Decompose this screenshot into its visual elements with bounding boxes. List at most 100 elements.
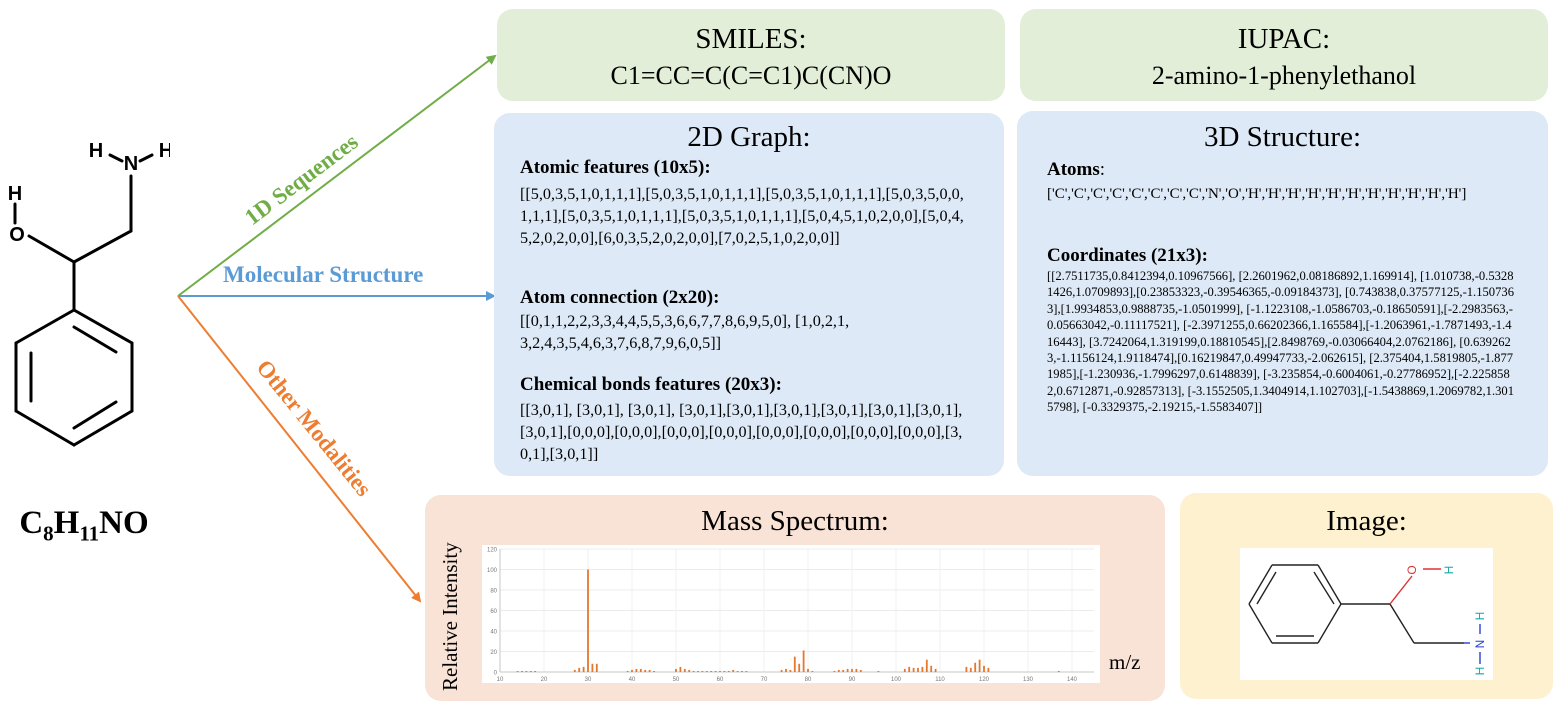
y-tick-label: 40 bbox=[490, 630, 497, 636]
spectrum-peak bbox=[595, 663, 598, 672]
spectrum-peak bbox=[934, 668, 937, 672]
spectrum-peak bbox=[525, 670, 528, 672]
molecular-formula: C8H11NO bbox=[19, 505, 149, 546]
spectrum-peak bbox=[859, 669, 862, 672]
spectrum-peak bbox=[719, 670, 721, 672]
x-tick-label: 30 bbox=[585, 677, 592, 683]
x-tick-label: 40 bbox=[629, 677, 636, 683]
y-tick-label: 100 bbox=[487, 568, 498, 574]
spectrum-peak bbox=[741, 670, 743, 672]
mass-ylabel: Relative Intensity bbox=[438, 542, 462, 691]
img-atom-h-top: H bbox=[1442, 566, 1456, 575]
atoms-value: ['C','C','C','C','C','C','C','C','N','O'… bbox=[1047, 186, 1467, 202]
smiles-value: C1=CC=C(C=C1)C(CN)O bbox=[610, 61, 892, 90]
spectrum-peak bbox=[908, 666, 911, 672]
molecule-structure: H N H H O bbox=[8, 140, 170, 447]
spectrum-peak bbox=[723, 670, 726, 672]
spectrum-peak bbox=[903, 668, 906, 672]
spectrum-peak bbox=[573, 669, 576, 672]
spectrum-peak bbox=[807, 668, 809, 672]
spectrum-peak bbox=[780, 669, 783, 672]
spectrum-peak bbox=[745, 670, 748, 672]
spectrum-peak bbox=[983, 665, 985, 672]
spectrum-peak bbox=[789, 669, 792, 672]
structure-3d-box: 3D Structure: Atoms: ['C','C','C','C','C… bbox=[1017, 111, 1548, 476]
x-tick-label: 100 bbox=[891, 677, 902, 683]
spectrum-peak bbox=[855, 668, 858, 672]
spectrum-peak bbox=[965, 666, 968, 672]
spectrum-peak bbox=[851, 668, 853, 672]
spectrum-peak bbox=[912, 667, 915, 672]
x-tick-label: 70 bbox=[761, 677, 768, 683]
spectrum-peak bbox=[701, 670, 704, 672]
spectrum-peak bbox=[705, 670, 708, 672]
spectrum-peak bbox=[521, 670, 523, 672]
spectrum-peak bbox=[635, 668, 638, 672]
spectrum-peak bbox=[688, 669, 691, 672]
spectrum-peak bbox=[736, 670, 739, 672]
image-title: Image: bbox=[1326, 505, 1407, 537]
img-atom-h-mid: H bbox=[1473, 612, 1487, 621]
spectrum-peak bbox=[582, 666, 585, 672]
spectrum-peak bbox=[534, 670, 537, 672]
atom-n: N bbox=[124, 153, 138, 175]
spectrum-peak bbox=[710, 670, 713, 672]
spectrum-peak bbox=[1057, 670, 1060, 672]
spectrum-peak bbox=[591, 663, 594, 672]
x-tick-label: 130 bbox=[1023, 677, 1034, 683]
x-tick-label: 140 bbox=[1067, 677, 1078, 683]
spectrum-peak bbox=[529, 670, 532, 672]
x-tick-label: 80 bbox=[805, 677, 812, 683]
arrow-other-modalities bbox=[177, 295, 422, 603]
spectrum-peak bbox=[714, 670, 717, 672]
graph-2d-title: 2D Graph: bbox=[687, 121, 811, 153]
atom-h-right: H bbox=[159, 140, 170, 162]
spectrum-peak bbox=[930, 665, 933, 672]
mass-spectrum-box: Mass Spectrum: Relative Intensity 0 20 40 6… bbox=[425, 495, 1165, 701]
iupac-title: IUPAC: bbox=[1237, 23, 1331, 55]
spectrum-peak bbox=[697, 670, 699, 672]
graph-2d-box: 2D Graph: Atomic features (10x5): [[5,0,… bbox=[494, 113, 1004, 476]
atom-connection-heading: Atom connection (2x20): bbox=[520, 287, 720, 308]
y-tick-label: 80 bbox=[490, 589, 497, 595]
arrow-1d-sequences bbox=[177, 54, 497, 297]
y-tick-label: 20 bbox=[490, 650, 497, 656]
iupac-box: IUPAC: 2-amino-1-phenylethanol bbox=[1020, 9, 1548, 101]
spectrum-peak bbox=[969, 667, 972, 672]
mass-spectrum-title: Mass Spectrum: bbox=[701, 505, 889, 537]
y-tick-label: 60 bbox=[490, 609, 497, 615]
x-tick-label: 10 bbox=[497, 677, 504, 683]
spectrum-peak bbox=[925, 659, 928, 672]
spectrum-peak bbox=[631, 669, 633, 672]
atomic-features-value: [[5,0,3,5,1,0,1,1,1],[5,0,3,5,1,0,1,1,1]… bbox=[520, 185, 964, 247]
chemical-bonds-heading: Chemical bonds features (20x3): bbox=[520, 374, 782, 395]
smiles-title: SMILES: bbox=[695, 23, 807, 55]
x-tick-label: 110 bbox=[935, 677, 945, 683]
structure-3d-title: 3D Structure: bbox=[1203, 121, 1362, 153]
x-tick-label: 60 bbox=[717, 677, 724, 683]
atom-h-hydroxyl: H bbox=[8, 183, 22, 205]
spectrum-peak bbox=[578, 667, 581, 672]
atoms-heading: Atoms: bbox=[1047, 159, 1106, 180]
spectrum-peak bbox=[683, 668, 686, 672]
spectrum-peak bbox=[653, 670, 655, 672]
x-tick-label: 20 bbox=[541, 677, 548, 683]
molecule-image: O H H N H bbox=[1240, 548, 1493, 680]
y-tick-label: 0 bbox=[494, 671, 498, 677]
spectrum-peak bbox=[987, 667, 990, 672]
atom-o: O bbox=[9, 224, 25, 246]
x-tick-label: 50 bbox=[673, 677, 680, 683]
coordinates-value: [[2.7511735,0.8412394,0.10967566], [2.26… bbox=[1047, 269, 1514, 415]
spectrum-peak bbox=[811, 670, 814, 672]
image-box: Image: O H H N H bbox=[1180, 493, 1553, 699]
x-tick-label: 90 bbox=[849, 677, 856, 683]
spectrum-peak bbox=[626, 670, 629, 672]
label-molecular-structure: Molecular Structure bbox=[223, 262, 424, 287]
spectrum-peak bbox=[921, 666, 924, 672]
img-atom-n: N bbox=[1473, 640, 1487, 649]
spectrum-peak bbox=[692, 670, 695, 672]
spectrum-peak bbox=[837, 669, 840, 672]
iupac-value: 2-amino-1-phenylethanol bbox=[1151, 61, 1417, 90]
